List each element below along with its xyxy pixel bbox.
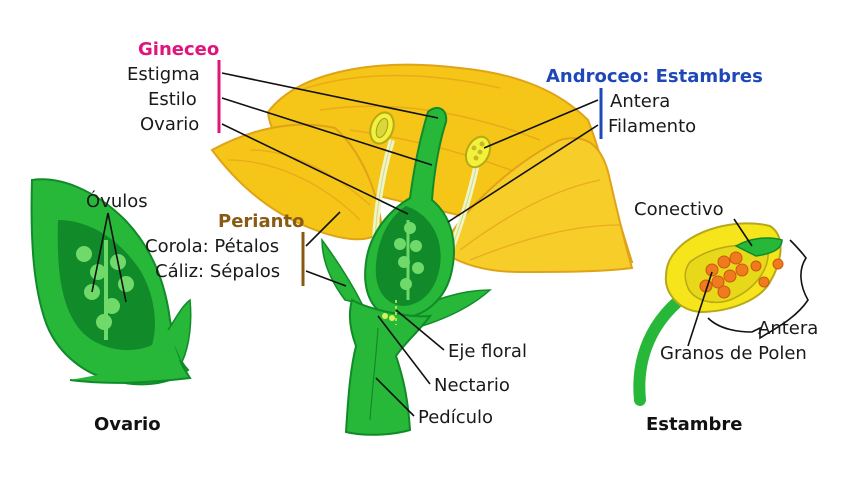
label-estilo: Estilo	[148, 89, 197, 110]
caption-estambre: Estambre	[646, 414, 743, 435]
label-filamento: Filamento	[608, 116, 696, 137]
label-estigma: Estigma	[127, 64, 200, 85]
label-conectivo: Conectivo	[634, 199, 724, 220]
sepal-left	[322, 240, 362, 304]
perianto-header: Perianto	[218, 211, 304, 232]
label-ovulos: Óvulos	[86, 190, 148, 212]
label-ovario: Ovario	[140, 114, 199, 135]
gineceo-header: Gineceo	[138, 39, 219, 60]
label-corola: Corola: Pétalos	[145, 236, 279, 257]
label-caliz: Cáliz: Sépalos	[155, 261, 280, 282]
label-pediculo: Pedículo	[418, 407, 493, 428]
androceo-header: Androceo: Estambres	[546, 66, 763, 87]
label-granos-polen: Granos de Polen	[660, 343, 807, 364]
label-nectario: Nectario	[434, 375, 510, 396]
label-antera: Antera	[610, 91, 670, 112]
caption-ovario: Ovario	[94, 414, 161, 435]
label-antera-estambre: Antera	[758, 318, 818, 339]
stamen-detail	[639, 223, 808, 400]
label-eje-floral: Eje floral	[448, 341, 527, 362]
